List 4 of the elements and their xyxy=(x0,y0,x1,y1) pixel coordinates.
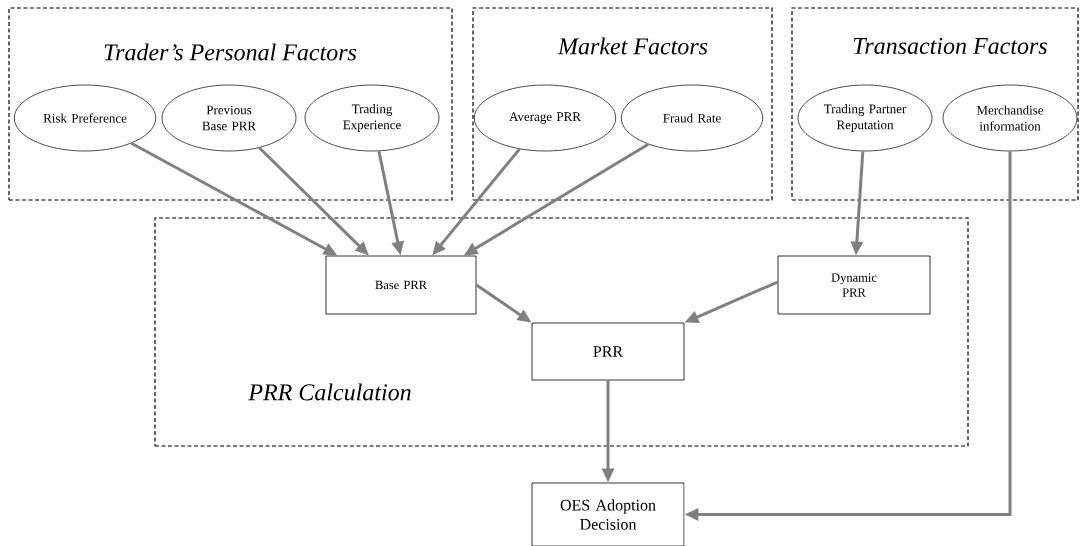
process-box: OES Adoption Decision xyxy=(531,482,685,546)
process-box: Base PRR xyxy=(325,255,477,315)
process-box: PRR xyxy=(531,322,685,381)
process-box: Dynamic PRR xyxy=(777,255,931,315)
